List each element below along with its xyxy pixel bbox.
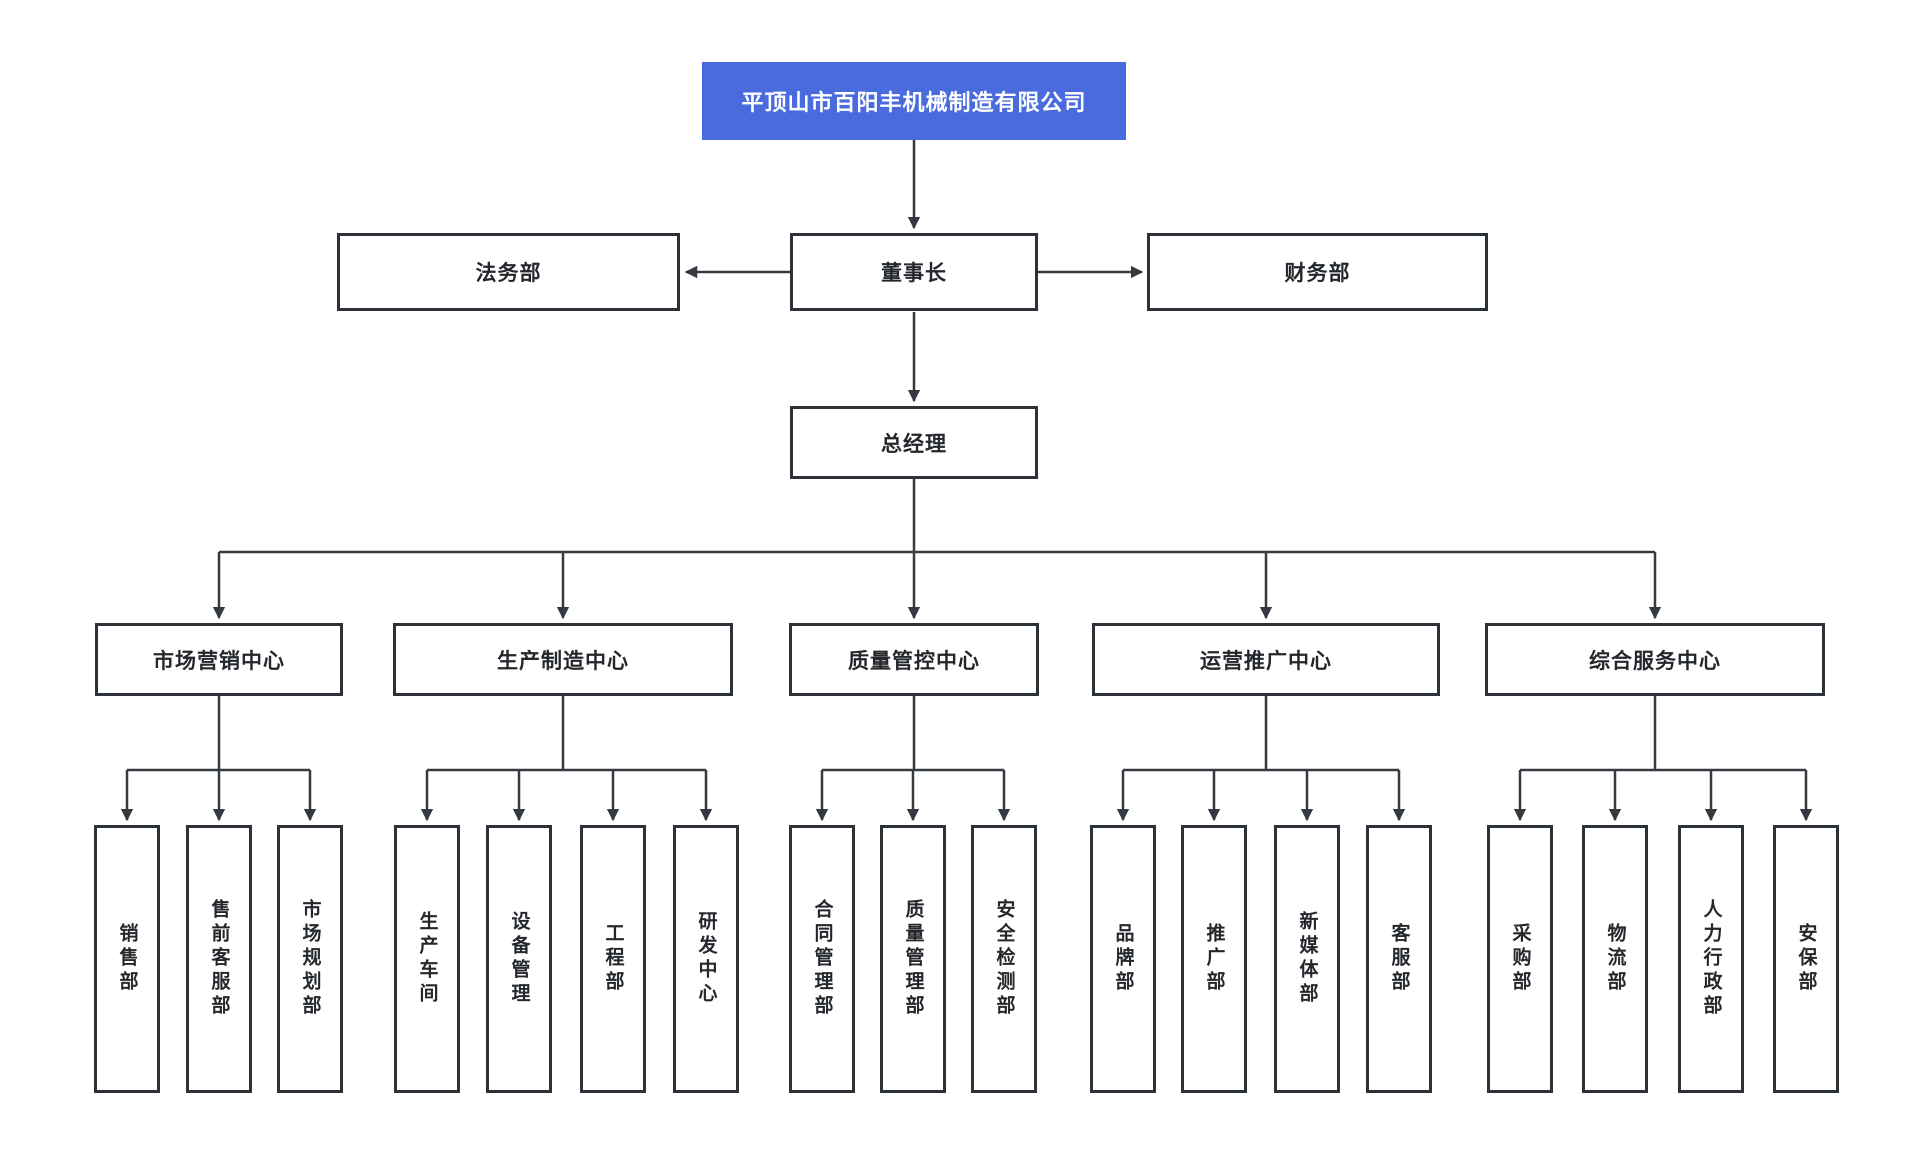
node-new-media-dept[interactable]: 新媒体部 bbox=[1274, 825, 1340, 1093]
node-label: 设备管理 bbox=[508, 911, 530, 1007]
node-rnd-center[interactable]: 研发中心 bbox=[673, 825, 739, 1093]
node-marketing-center[interactable]: 市场营销中心 bbox=[95, 623, 343, 696]
node-logistics-dept[interactable]: 物流部 bbox=[1582, 825, 1648, 1093]
node-label: 财务部 bbox=[1284, 262, 1351, 285]
node-security-dept[interactable]: 安保部 bbox=[1773, 825, 1839, 1093]
node-label: 合同管理部 bbox=[811, 899, 833, 1019]
node-services-center[interactable]: 综合服务中心 bbox=[1485, 623, 1825, 696]
node-label: 售前客服部 bbox=[208, 899, 230, 1019]
node-company-root[interactable]: 平顶山市百阳丰机械制造有限公司 bbox=[702, 62, 1126, 140]
node-quality-center[interactable]: 质量管控中心 bbox=[789, 623, 1039, 696]
node-label: 董事长 bbox=[881, 262, 947, 285]
node-label: 新媒体部 bbox=[1296, 911, 1318, 1007]
node-label: 生产制造中心 bbox=[497, 649, 629, 673]
node-finance-dept[interactable]: 财务部 bbox=[1147, 233, 1488, 311]
node-label: 平顶山市百阳丰机械制造有限公司 bbox=[741, 90, 1087, 115]
node-contract-management-dept[interactable]: 合同管理部 bbox=[789, 825, 855, 1093]
node-sales-dept[interactable]: 销售部 bbox=[94, 825, 160, 1093]
node-label: 客服部 bbox=[1388, 923, 1410, 995]
node-production-workshop[interactable]: 生产车间 bbox=[394, 825, 460, 1093]
node-label: 生产车间 bbox=[416, 911, 438, 1007]
node-presales-service-dept[interactable]: 售前客服部 bbox=[186, 825, 252, 1093]
node-label: 安全检测部 bbox=[993, 899, 1015, 1019]
node-label: 工程部 bbox=[602, 923, 624, 995]
node-brand-dept[interactable]: 品牌部 bbox=[1090, 825, 1156, 1093]
node-label: 品牌部 bbox=[1112, 923, 1134, 995]
node-engineering-dept[interactable]: 工程部 bbox=[580, 825, 646, 1093]
node-safety-inspection-dept[interactable]: 安全检测部 bbox=[971, 825, 1037, 1093]
node-label: 物流部 bbox=[1604, 923, 1626, 995]
node-production-center[interactable]: 生产制造中心 bbox=[393, 623, 733, 696]
node-chairman[interactable]: 董事长 bbox=[790, 233, 1038, 311]
node-purchasing-dept[interactable]: 采购部 bbox=[1487, 825, 1553, 1093]
node-label: 总经理 bbox=[881, 432, 947, 456]
node-quality-management-dept[interactable]: 质量管理部 bbox=[880, 825, 946, 1093]
node-label: 综合服务中心 bbox=[1589, 649, 1721, 673]
node-equipment-management[interactable]: 设备管理 bbox=[486, 825, 552, 1093]
node-hr-admin-dept[interactable]: 人力行政部 bbox=[1678, 825, 1744, 1093]
node-label: 市场规划部 bbox=[299, 899, 321, 1019]
node-label: 质量管控中心 bbox=[848, 649, 980, 673]
node-general-manager[interactable]: 总经理 bbox=[790, 406, 1038, 479]
node-label: 运营推广中心 bbox=[1200, 649, 1332, 673]
node-label: 安保部 bbox=[1795, 923, 1817, 995]
node-customer-service-dept[interactable]: 客服部 bbox=[1366, 825, 1432, 1093]
node-label: 采购部 bbox=[1509, 923, 1531, 995]
node-legal-dept[interactable]: 法务部 bbox=[337, 233, 680, 311]
node-promotion-dept[interactable]: 推广部 bbox=[1181, 825, 1247, 1093]
node-operations-center[interactable]: 运营推广中心 bbox=[1092, 623, 1440, 696]
node-label: 研发中心 bbox=[695, 911, 717, 1007]
node-market-planning-dept[interactable]: 市场规划部 bbox=[277, 825, 343, 1093]
node-label: 质量管理部 bbox=[902, 899, 924, 1019]
node-label: 推广部 bbox=[1203, 923, 1225, 995]
node-label: 销售部 bbox=[116, 923, 138, 995]
node-label: 人力行政部 bbox=[1700, 899, 1722, 1019]
node-label: 法务部 bbox=[475, 262, 542, 285]
node-label: 市场营销中心 bbox=[153, 649, 285, 673]
